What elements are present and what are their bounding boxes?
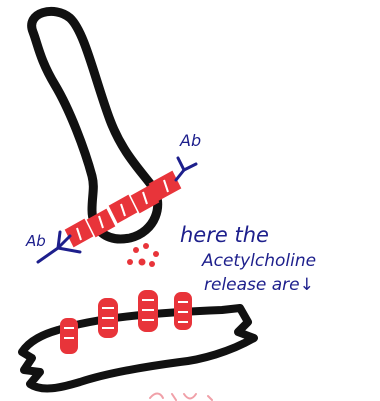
note-line-2: Acetylcholine [201, 251, 316, 271]
antibody-upper [176, 158, 196, 180]
acetylcholine-vesicles [127, 243, 159, 267]
antibody-lower-label: Ab [25, 232, 46, 250]
annotation-note: here the Acetylcholine release are↓ [180, 223, 316, 295]
note-line-1: here the [180, 223, 269, 247]
bottom-scribble [150, 394, 212, 401]
note-line-3: release are↓ [204, 275, 314, 295]
antibody-upper-label: Ab [179, 131, 201, 150]
